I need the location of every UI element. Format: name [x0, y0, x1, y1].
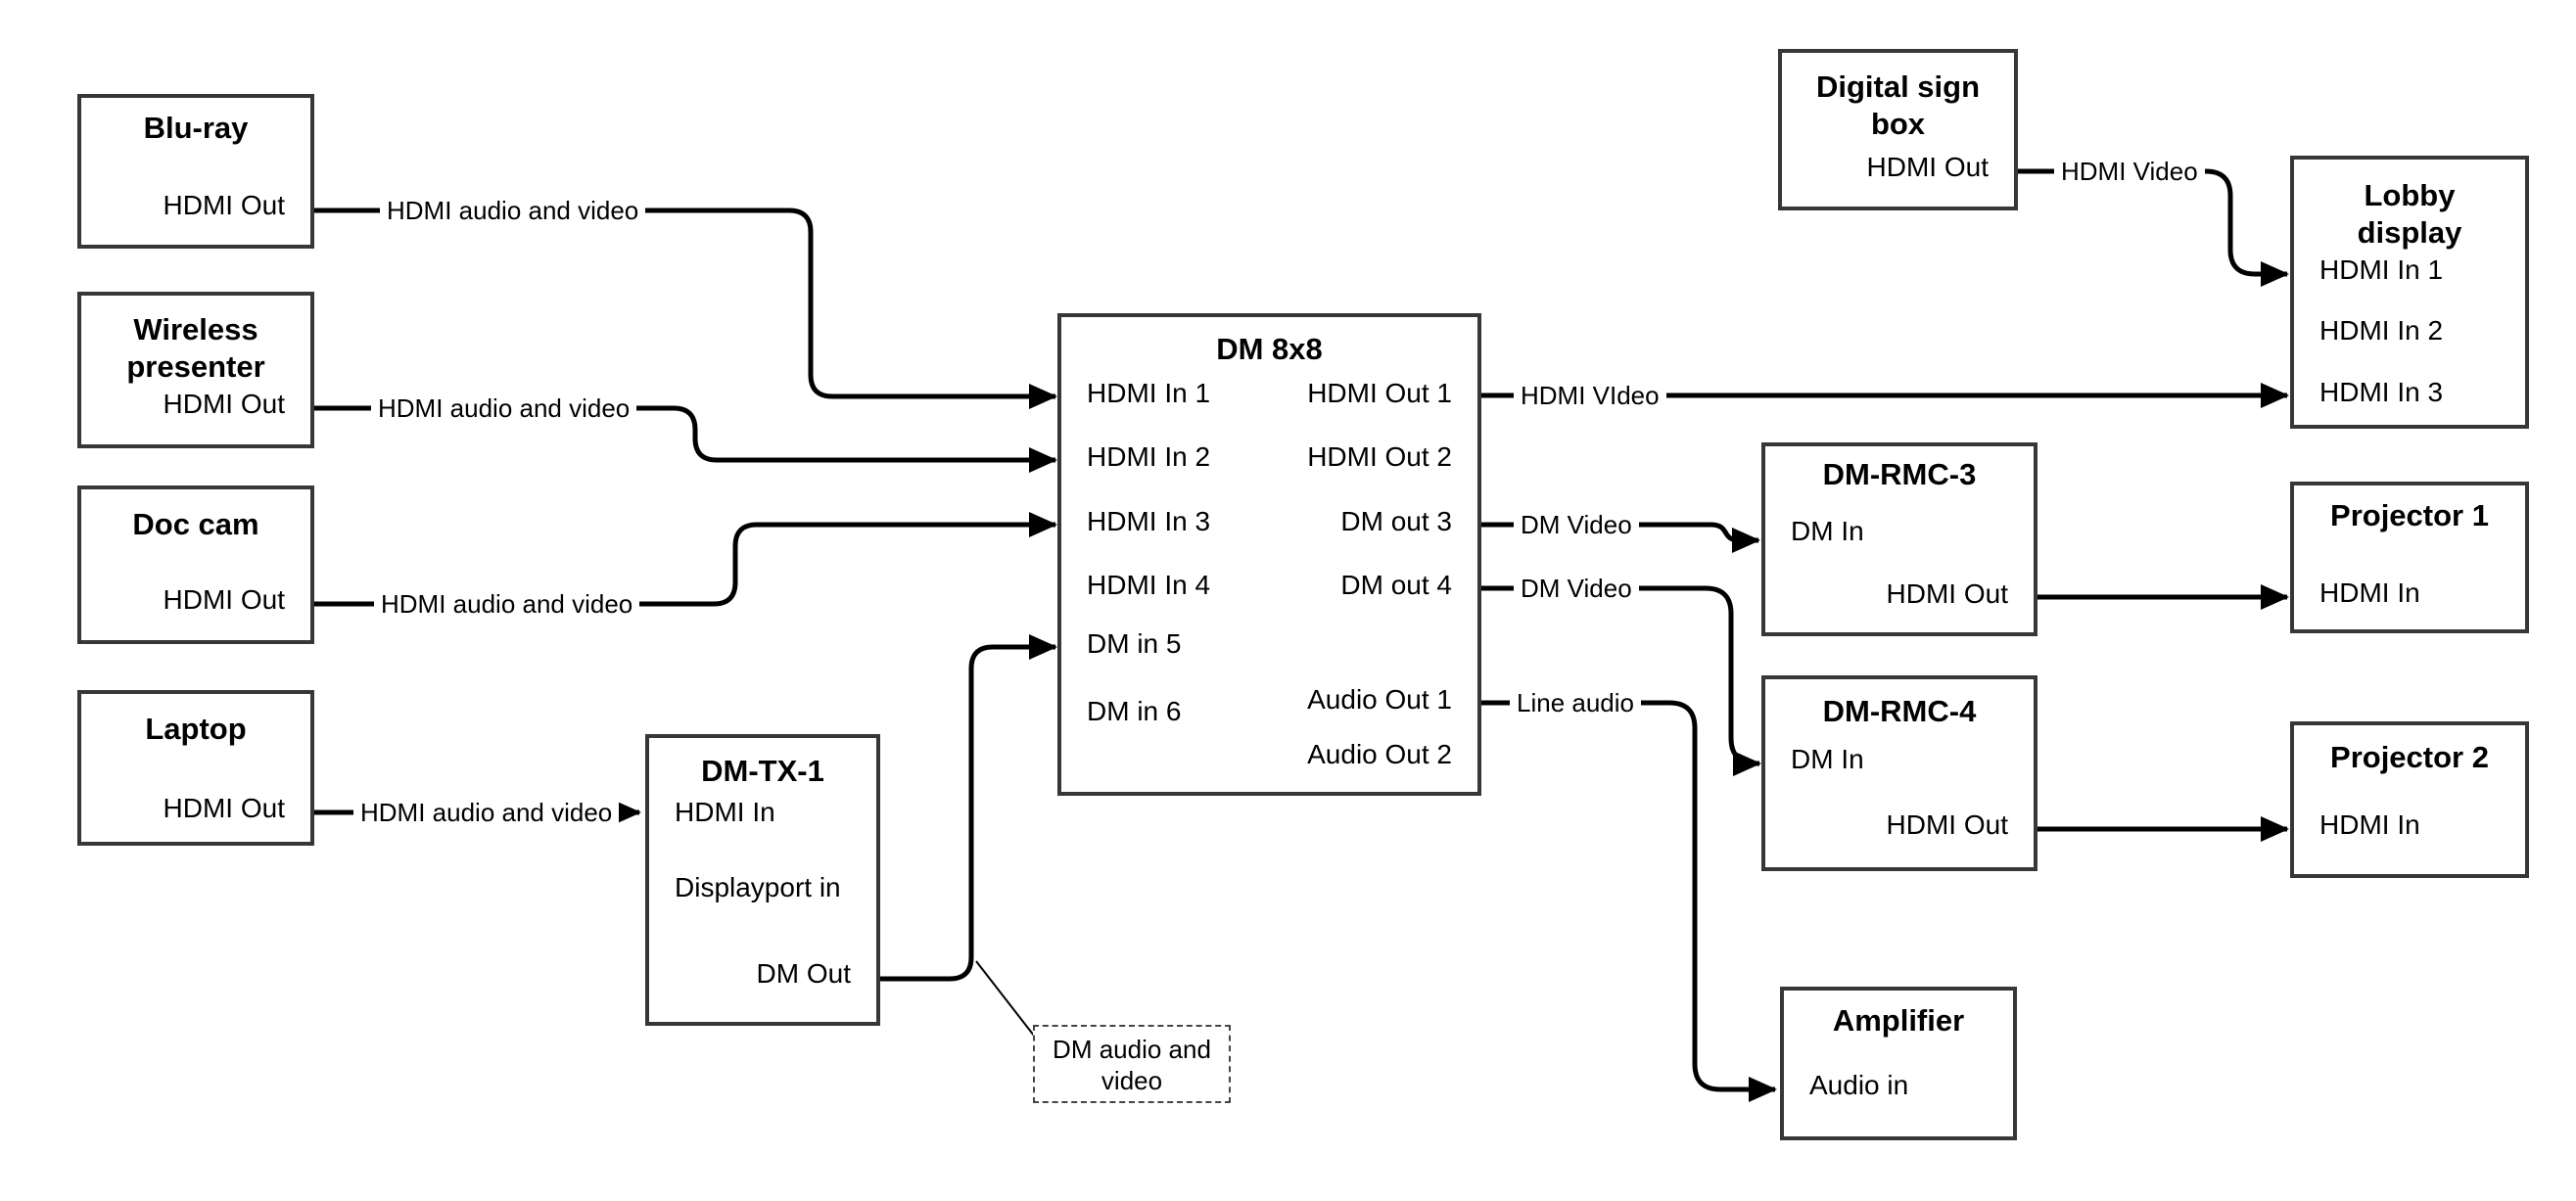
wire-label-dm-video-out3: DM Video [1514, 509, 1639, 540]
device-laptop: Laptop HDMI Out [77, 690, 314, 846]
port-dm-out: DM Out [756, 958, 851, 989]
port-hdmi-in-3: HDMI In 3 [1087, 506, 1211, 536]
port-hdmi-in-1: HDMI In 1 [2319, 254, 2444, 285]
device-title: Wireless presenter [126, 312, 265, 384]
wire-wireless-to-dm8x8-in2 [314, 405, 1057, 473]
device-doc-cam: Doc cam HDMI Out [77, 485, 314, 644]
port-hdmi-in-3: HDMI In 3 [2319, 377, 2444, 407]
port-audio-in: Audio in [1809, 1070, 1909, 1100]
device-title: Blu-ray [143, 111, 249, 145]
wire-dm8x8-audio1-to-amp [1481, 700, 1777, 1102]
wire-label-laptop: HDMI audio and video [353, 797, 620, 828]
port-hdmi-out-1: HDMI Out 1 [1307, 378, 1452, 408]
port-audio-out-2: Audio Out 2 [1307, 739, 1452, 769]
port-hdmi-in: HDMI In [2319, 809, 2420, 840]
device-projector-2: Projector 2 HDMI In [2290, 721, 2529, 878]
port-hdmi-in-1: HDMI In 1 [1087, 378, 1211, 408]
device-bluray: Blu-ray HDMI Out [77, 94, 314, 249]
port-dm-in: DM In [1791, 744, 1864, 774]
device-projector-1: Projector 1 HDMI In [2290, 482, 2529, 633]
port-dm-out-4: DM out 4 [1340, 570, 1452, 600]
wire-label-doccam: HDMI audio and video [374, 588, 640, 620]
device-title: Projector 1 [2330, 498, 2489, 532]
note-callout-line [975, 960, 1035, 1037]
device-title: DM 8x8 [1216, 332, 1323, 366]
wire-dm8x8-out4-to-dmrmc4 [1481, 585, 1761, 776]
port-audio-out-1: Audio Out 1 [1307, 684, 1452, 715]
device-dm-rmc-4: DM-RMC-4 DM In HDMI Out [1761, 675, 2037, 871]
wire-label-line-audio: Line audio [1510, 687, 1641, 718]
port-hdmi-out: HDMI Out [1886, 578, 2008, 609]
wire-digisign-to-lobby-in1 [2018, 168, 2289, 287]
port-hdmi-in-4: HDMI In 4 [1087, 570, 1211, 600]
wire-label-wireless: HDMI audio and video [371, 393, 637, 424]
wire-label-dm-video-out4: DM Video [1514, 573, 1639, 604]
port-hdmi-out: HDMI Out [1886, 809, 2008, 840]
port-hdmi-out: HDMI Out [163, 389, 285, 419]
port-hdmi-out: HDMI Out [1866, 152, 1989, 182]
device-title: Laptop [145, 712, 247, 746]
wire-dm8x8-out3-to-dmrmc3 [1481, 522, 1760, 553]
port-dm-in: DM In [1791, 516, 1864, 546]
wire-label-bluray: HDMI audio and video [380, 195, 646, 226]
device-title: DM-RMC-3 [1822, 457, 1977, 491]
port-dm-in-6: DM in 6 [1087, 696, 1182, 726]
port-dm-out-3: DM out 3 [1340, 506, 1452, 536]
device-dm-8x8: DM 8x8 HDMI In 1 HDMI In 2 HDMI In 3 HDM… [1057, 313, 1481, 796]
port-hdmi-out: HDMI Out [163, 190, 285, 220]
device-title: Doc cam [132, 507, 259, 541]
port-hdmi-in-2: HDMI In 2 [1087, 441, 1211, 472]
port-hdmi-out-2: HDMI Out 2 [1307, 441, 1452, 472]
device-dm-rmc-3: DM-RMC-3 DM In HDMI Out [1761, 442, 2037, 636]
note-dm-audio-and-video: DM audio and video [1033, 1025, 1231, 1103]
wire-dmtx1-to-dm8x8-in5 [880, 634, 1057, 982]
device-title: Amplifier [1832, 1003, 1965, 1038]
port-hdmi-out: HDMI Out [163, 793, 285, 823]
device-dm-tx-1: DM-TX-1 HDMI In Displayport in DM Out [645, 734, 880, 1026]
port-hdmi-in-2: HDMI In 2 [2319, 315, 2444, 346]
device-digital-sign-box: Digital sign box HDMI Out [1778, 49, 2018, 210]
device-title: Lobby display [2357, 178, 2462, 250]
wire-label-hdmi-video-out1: HDMI VIdeo [1514, 380, 1666, 411]
port-dm-in-5: DM in 5 [1087, 628, 1182, 659]
wire-bluray-to-dm8x8-in1 [314, 208, 1057, 409]
device-title: Digital sign box [1815, 69, 1981, 141]
device-title: DM-TX-1 [701, 754, 824, 788]
device-lobby-display: Lobby display HDMI In 1 HDMI In 2 HDMI I… [2290, 156, 2529, 429]
device-title: Projector 2 [2330, 740, 2489, 774]
wire-doccam-to-dm8x8-in3 [314, 512, 1057, 607]
port-hdmi-in: HDMI In [2319, 577, 2420, 608]
port-displayport-in: Displayport in [675, 872, 841, 902]
device-amplifier: Amplifier Audio in [1780, 987, 2017, 1140]
device-wireless-presenter: Wireless presenter HDMI Out [77, 292, 314, 448]
port-hdmi-in: HDMI In [675, 797, 775, 827]
wire-label-digisign: HDMI Video [2054, 156, 2205, 187]
device-title: DM-RMC-4 [1822, 694, 1977, 728]
port-hdmi-out: HDMI Out [163, 584, 285, 615]
